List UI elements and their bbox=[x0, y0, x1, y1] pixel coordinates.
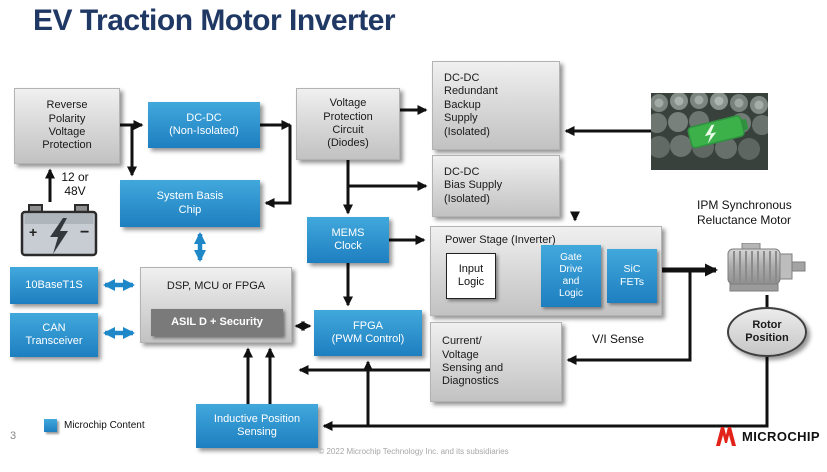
power-stage-label: Power Stage (Inverter) bbox=[445, 234, 556, 246]
block-gate-drive-logic: Gate Drive and Logic bbox=[541, 245, 601, 307]
copyright-text: © 2022 Microchip Technology Inc. and its… bbox=[318, 447, 509, 456]
asil-security-badge: ASIL D + Security bbox=[151, 309, 283, 336]
block-current-voltage-sensing: Current/ Voltage Sensing and Diagnostics bbox=[430, 322, 562, 402]
battery-pack-icon bbox=[647, 91, 772, 170]
battery-pack-image bbox=[647, 91, 772, 170]
battery-voltage-label: 12 or 48V bbox=[61, 170, 89, 198]
block-fpga-pwm-control: FPGA (PWM Control) bbox=[314, 310, 422, 356]
block-dcdc-non-isolated: DC-DC (Non-Isolated) bbox=[148, 102, 260, 148]
microchip-bus-arrows bbox=[103, 232, 206, 339]
legend-color-swatch bbox=[44, 419, 57, 432]
page-title: EV Traction Motor Inverter bbox=[33, 4, 396, 37]
svg-text:−: − bbox=[80, 224, 89, 241]
block-input-logic: Input Logic bbox=[446, 253, 496, 299]
microchip-logo-text: MICROCHIP bbox=[742, 428, 820, 444]
block-can-transceiver: CAN Transceiver bbox=[10, 313, 98, 357]
motor bbox=[726, 242, 808, 295]
block-10baset1s: 10BaseT1S bbox=[10, 267, 98, 304]
page-number: 3 bbox=[10, 430, 17, 442]
rotor-position-ellipse: Rotor Position bbox=[727, 307, 807, 357]
block-sic-fets: SiC FETs bbox=[607, 249, 657, 303]
block-mems-clock: MEMS Clock bbox=[307, 217, 389, 263]
svg-text:+: + bbox=[29, 224, 37, 240]
microchip-logo-icon bbox=[716, 427, 736, 446]
microchip-logo: MICROCHIP bbox=[714, 425, 820, 447]
block-dcdc-bias-supply: DC-DC Bias Supply (Isolated) bbox=[432, 155, 560, 217]
motor-icon bbox=[727, 242, 806, 292]
legend-label: Microchip Content bbox=[64, 420, 145, 431]
vi-sense-label: V/I Sense bbox=[592, 332, 645, 346]
power-and-signal-arrows bbox=[45, 105, 769, 431]
car-battery-icon: + − bbox=[20, 204, 98, 257]
block-dsp-mcu-fpga: DSP, MCU or FPGA ASIL D + Security bbox=[140, 267, 292, 343]
block-voltage-protection-circuit: Voltage Protection Circuit (Diodes) bbox=[296, 88, 400, 160]
car-battery: + − bbox=[20, 202, 98, 258]
block-power-stage: Power Stage (Inverter) Input Logic Gate … bbox=[430, 226, 662, 316]
block-inductive-position-sensing: Inductive Position Sensing bbox=[196, 404, 318, 448]
legend: Microchip Content bbox=[44, 419, 145, 432]
block-dcdc-redundant-backup: DC-DC Redundant Backup Supply (Isolated) bbox=[432, 61, 560, 150]
block-system-basis-chip: System Basis Chip bbox=[120, 180, 260, 227]
motor-label: IPM Synchronous Reluctance Motor bbox=[697, 198, 792, 227]
dsp-label: DSP, MCU or FPGA bbox=[166, 280, 266, 292]
block-reverse-polarity-protection: Reverse Polarity Voltage Protection bbox=[14, 88, 120, 164]
